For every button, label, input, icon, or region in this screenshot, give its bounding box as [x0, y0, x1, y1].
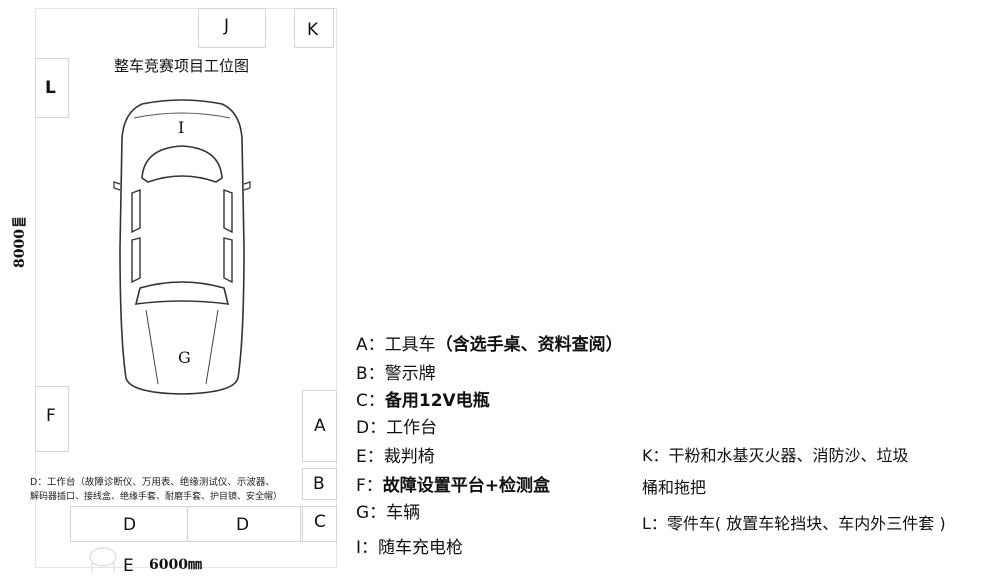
- legend-a: A：工具车（含选手桌、资料查阅）: [356, 330, 623, 355]
- legend-k-line1: K：干粉和水基灭火器、消防沙、垃圾: [642, 446, 909, 465]
- zone-j-label: J: [224, 16, 230, 36]
- zone-b-label: B: [313, 474, 325, 494]
- zone-d2-label: D: [236, 515, 250, 535]
- zone-g-label: G: [178, 348, 191, 367]
- legend-e: E：裁判椅: [356, 447, 435, 467]
- zone-b-box: [302, 468, 337, 500]
- legend-l: L：零件车( 放置车轮挡块、车内外三件套 ): [642, 514, 946, 533]
- car-trunk-line-right: [205, 309, 219, 385]
- dimension-width-label: 6000㎜: [149, 557, 202, 573]
- car-windshield: [141, 145, 223, 183]
- zone-d2-box: [187, 506, 301, 542]
- zone-e-label: E: [123, 556, 134, 576]
- dimension-height-label: 8000㎜: [12, 215, 28, 268]
- d-note-line2: 解码器插口、接线盒、绝缘手套、耐磨手套、护目镜、安全帽）: [30, 492, 283, 502]
- car-window-right-front: [223, 188, 233, 234]
- car-trunk-line-left: [145, 309, 159, 385]
- car-body: [119, 99, 245, 395]
- car-rear-window: [134, 281, 230, 305]
- legend-c-detail: 备用12V电瓶: [384, 391, 490, 411]
- zone-c-label: C: [314, 512, 326, 532]
- work-area-boundary: [35, 8, 337, 568]
- zone-i-label: I: [178, 118, 185, 137]
- zone-f-label: F: [46, 406, 56, 426]
- legend-c: C：备用12V电瓶: [356, 386, 490, 411]
- car-inner-line: [133, 112, 231, 119]
- layout-title: 整车竞赛项目工位图: [114, 57, 250, 75]
- legend-b: B：警示牌: [356, 364, 436, 384]
- car-mirror-right: [243, 181, 251, 191]
- zone-f-box: [35, 386, 69, 452]
- zone-k-box: [294, 8, 334, 48]
- legend-i: I：随车充电枪: [356, 538, 464, 558]
- zone-l-label: L: [45, 78, 56, 98]
- car-outline: [113, 99, 251, 395]
- legend-k-line2: 桶和拖把: [642, 478, 707, 497]
- legend-f: F：故障设置平台+检测盒: [356, 471, 550, 496]
- zone-a-box: [302, 390, 337, 462]
- zone-k-label: K: [307, 20, 319, 40]
- zone-l-box: [35, 58, 69, 118]
- legend-a-key: A：工具车: [356, 335, 436, 355]
- zone-j-box: [198, 8, 266, 48]
- legend-f-key: F：: [356, 476, 383, 496]
- car-window-right-rear: [223, 237, 233, 284]
- legend-a-detail: （含选手桌、资料查阅）: [435, 335, 623, 355]
- legend-g: G：车辆: [356, 503, 421, 523]
- zone-c-box: [302, 506, 337, 542]
- d-note-line1: D：工作台（故障诊断仪、万用表、绝缘测试仪、示波器、: [30, 477, 275, 488]
- zone-d1-label: D: [123, 515, 137, 535]
- car-window-left-front: [131, 188, 141, 234]
- car-window-left-rear: [131, 237, 141, 284]
- judge-chair-icon: [89, 547, 117, 573]
- legend-f-detail: 故障设置平台+检测盒: [382, 476, 551, 496]
- zone-a-label: A: [314, 416, 326, 436]
- car-mirror-left: [113, 181, 121, 191]
- legend-c-key: C：: [356, 391, 385, 411]
- legend-d: D：工作台: [356, 418, 438, 438]
